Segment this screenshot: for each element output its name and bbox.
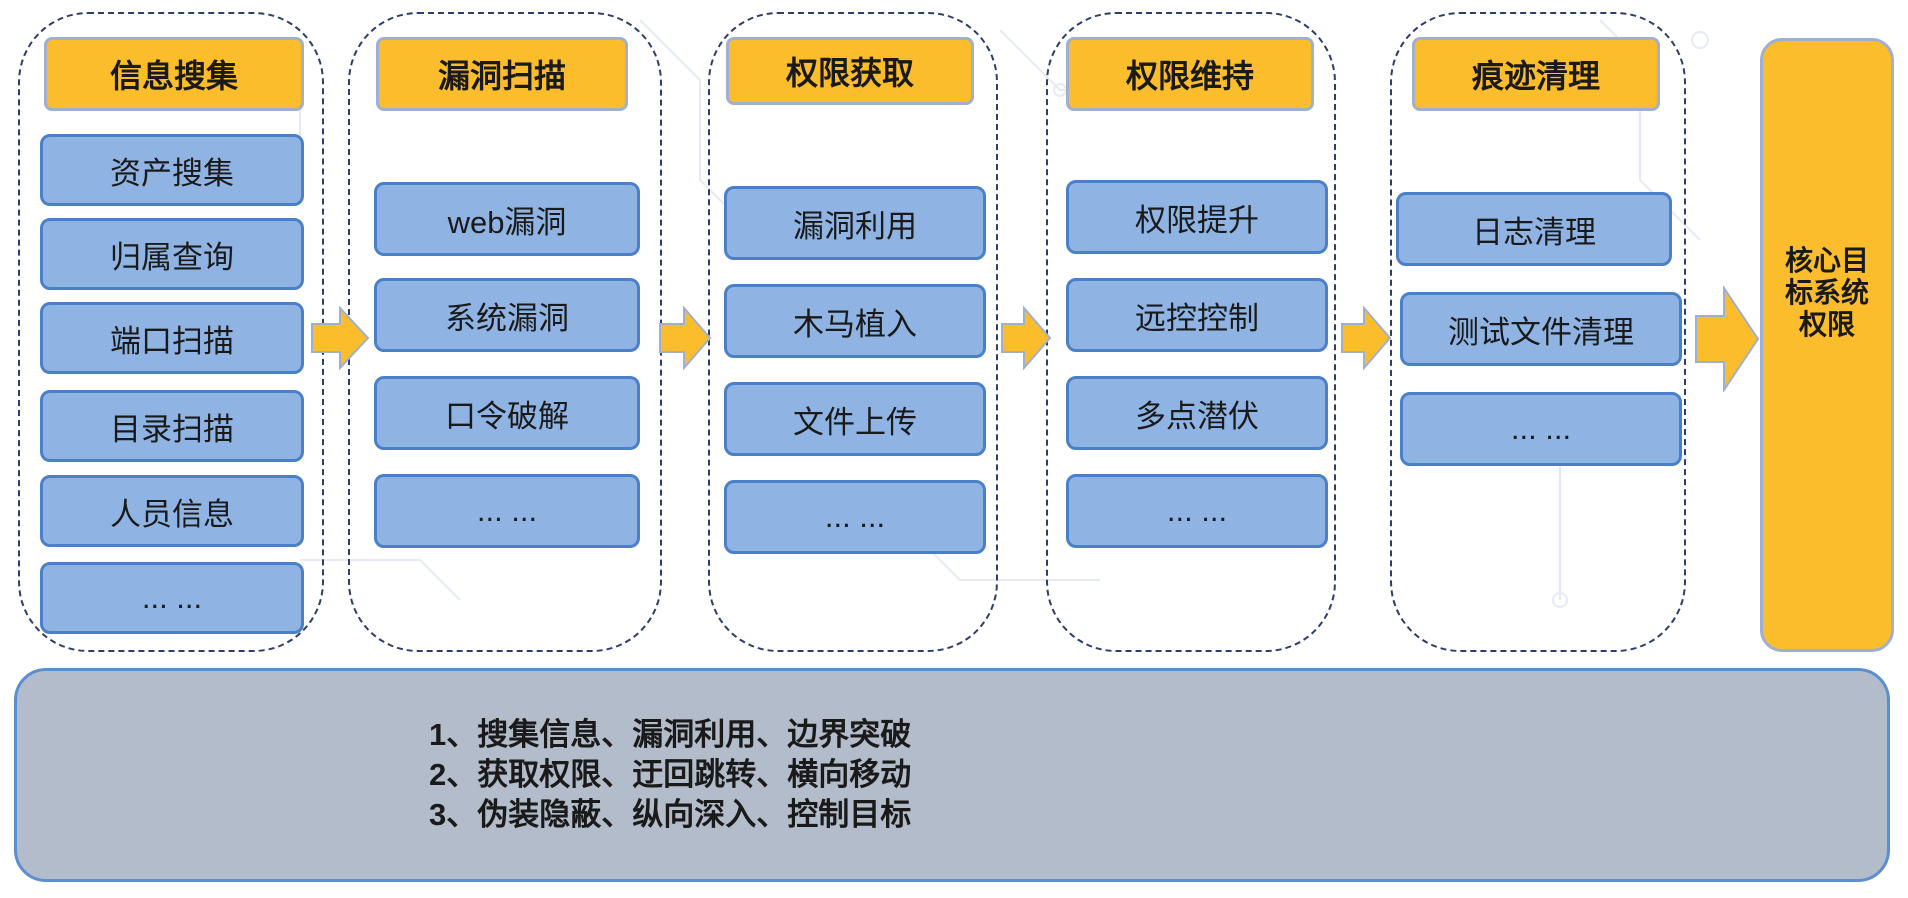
stage-item: 人员信息 [40, 475, 304, 547]
stage-item: 远控控制 [1066, 278, 1328, 352]
stage-item: 目录扫描 [40, 390, 304, 462]
core-target-label: 核心目 标系统 权限 [1779, 245, 1875, 341]
summary-lines: 1、搜集信息、漏洞利用、边界突破 2、获取权限、迂回跳转、横向移动 3、伪装隐蔽… [429, 715, 911, 835]
stage-item: 归属查询 [40, 218, 304, 290]
stage-item: 日志清理 [1396, 192, 1672, 266]
stage-title-vuln-scan: 漏洞扫描 [376, 37, 628, 111]
stage-item: 文件上传 [724, 382, 986, 456]
core-target-line: 核心目 [1784, 244, 1869, 276]
stage-item: ... ... [1066, 474, 1328, 548]
summary-line: 2、获取权限、迂回跳转、横向移动 [429, 757, 912, 792]
core-target-line: 权限 [1798, 308, 1855, 340]
stage-title-privilege-maintenance: 权限维持 [1066, 37, 1314, 111]
summary-box: 1、搜集信息、漏洞利用、边界突破 2、获取权限、迂回跳转、横向移动 3、伪装隐蔽… [14, 668, 1890, 882]
stage-item: 资产搜集 [40, 134, 304, 206]
stage-column-privilege-maintenance [1046, 12, 1336, 652]
stage-item: web漏洞 [374, 182, 640, 256]
stage-item: 漏洞利用 [724, 186, 986, 260]
stage-item: ... ... [724, 480, 986, 554]
stage-column-trace-cleanup [1390, 12, 1686, 652]
arrow-right-icon [311, 306, 370, 370]
stage-item: 木马植入 [724, 284, 986, 358]
arrow-right-icon [659, 306, 712, 370]
core-target-line: 标系统 [1784, 276, 1869, 308]
core-target-box: 核心目 标系统 权限 [1760, 38, 1894, 652]
stage-title-trace-cleanup: 痕迹清理 [1412, 37, 1660, 111]
arrow-right-icon [1695, 286, 1760, 392]
stage-item: 测试文件清理 [1400, 292, 1682, 366]
stage-column-privilege-acquisition [708, 12, 998, 652]
stage-item: 权限提升 [1066, 180, 1328, 254]
stage-title-info-gathering: 信息搜集 [44, 37, 304, 111]
summary-line: 3、伪装隐蔽、纵向深入、控制目标 [429, 797, 912, 832]
arrow-right-icon [1341, 306, 1392, 370]
summary-line: 1、搜集信息、漏洞利用、边界突破 [429, 717, 912, 752]
stage-title-privilege-acquisition: 权限获取 [726, 37, 974, 105]
stage-item: 口令破解 [374, 376, 640, 450]
stage-item: ... ... [1400, 392, 1682, 466]
arrow-right-icon [1001, 306, 1052, 370]
stage-item: 多点潜伏 [1066, 376, 1328, 450]
stage-item: ... ... [374, 474, 640, 548]
stage-item: ... ... [40, 562, 304, 634]
stage-item: 端口扫描 [40, 302, 304, 374]
stage-item: 系统漏洞 [374, 278, 640, 352]
